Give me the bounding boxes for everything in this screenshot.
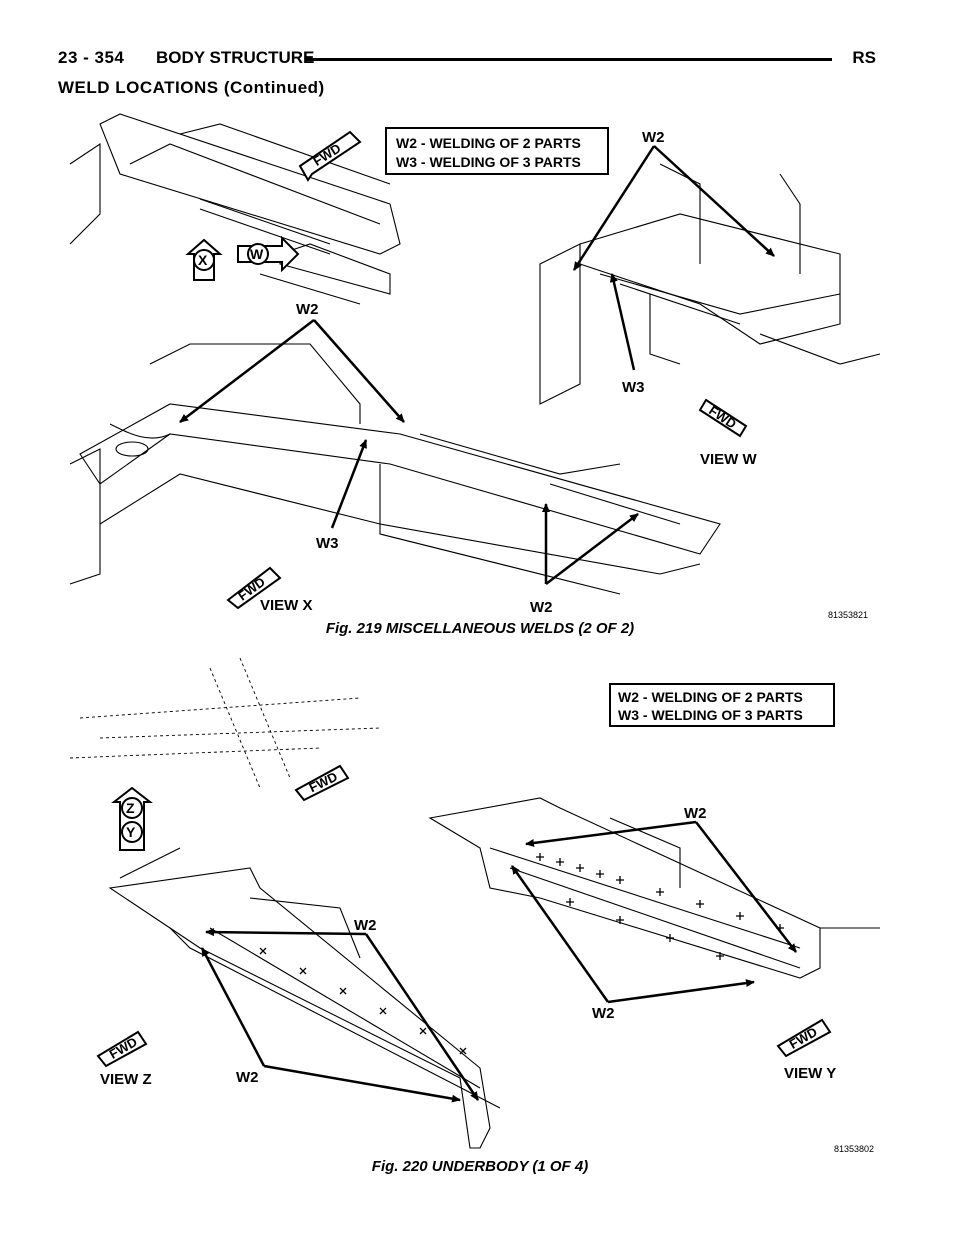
legend-w3: W3 - WELDING OF 3 PARTS [396,154,581,170]
svg-text:X: X [198,252,208,268]
callout-lines-view-w [572,145,775,371]
figure-220-caption: Fig. 220 UNDERBODY (1 OF 4) [371,1158,589,1175]
vehicle-code: RS [852,48,876,67]
label-w2: W2 [592,1005,615,1022]
label-w2: W2 [642,129,665,146]
section-title: BODY STRUCTURE [156,48,315,67]
label-w2: W2 [296,301,319,318]
page-number: 23 - 354 [58,48,125,67]
figure-220: FWD FWD FWD Z Y W2 - WELDING OF 2 [60,648,900,1156]
label-w2: W2 [684,805,707,822]
view-z-label: VIEW Z [100,1071,152,1088]
figure-219-illustration: FWD FWD FWD X W [69,113,881,620]
callout-lines-view-z [200,928,480,1103]
legend-w2: W2 - WELDING OF 2 PARTS [396,135,581,151]
fwd-arrow-icon: FWD [294,764,350,802]
label-w2: W2 [530,599,553,616]
faint-sketch [69,657,381,789]
legend-w3: W3 - WELDING OF 3 PARTS [618,707,803,723]
callout-lines-view-y [510,820,797,1004]
svg-text:W: W [250,246,264,262]
weld-legend-box: W2 - WELDING OF 2 PARTS W3 - WELDING OF … [609,683,835,727]
svg-text:Y: Y [126,824,136,840]
svg-text:Z: Z [126,800,135,816]
fwd-arrow-icon: FWD [298,130,362,182]
image-id: 81353802 [834,1144,874,1154]
view-w-marker-icon: W [237,235,300,273]
section-subheading: WELD LOCATIONS (Continued) [58,78,325,97]
weld-legend-box: W2 - WELDING OF 2 PARTS W3 - WELDING OF … [385,127,609,175]
fwd-arrow-icon: FWD [698,398,748,438]
label-w2: W2 [354,917,377,934]
fwd-arrow-icon: FWD [776,1018,832,1058]
label-w2: W2 [236,1069,259,1086]
view-w-label: VIEW W [700,451,758,468]
weld-marks [259,853,784,1055]
legend-w2: W2 - WELDING OF 2 PARTS [618,689,803,705]
view-y-label: VIEW Y [784,1065,836,1082]
view-zy-marker-icon: Z Y [111,786,153,851]
label-w3: W3 [622,379,645,396]
frame-sketch-upper-left [69,113,401,305]
label-w3: W3 [316,535,339,552]
view-x-label: VIEW X [260,597,313,614]
page-header: 23 - 354 BODY STRUCTURE RS [58,44,878,70]
frame-sketch-view-w [539,163,881,405]
fwd-arrow-icon: FWD [96,1030,148,1068]
callout-lines-view-x [179,319,639,585]
view-x-marker-icon: X [185,238,223,281]
figure-220-illustration: FWD FWD FWD Z Y W2 - WELDING OF 2 [69,657,880,1154]
image-id: 81353821 [828,610,868,620]
figure-219-caption: Fig. 219 MISCELLANEOUS WELDS (2 OF 2) [325,620,635,637]
underbody-sketch-view-z [108,847,501,1149]
figure-219: FWD FWD FWD X W [60,104,900,620]
header-rule [306,58,832,61]
frame-sketch-view-x [69,343,721,595]
underbody-sketch-view-y [428,797,880,979]
fwd-arrow-icon: FWD [226,566,282,610]
